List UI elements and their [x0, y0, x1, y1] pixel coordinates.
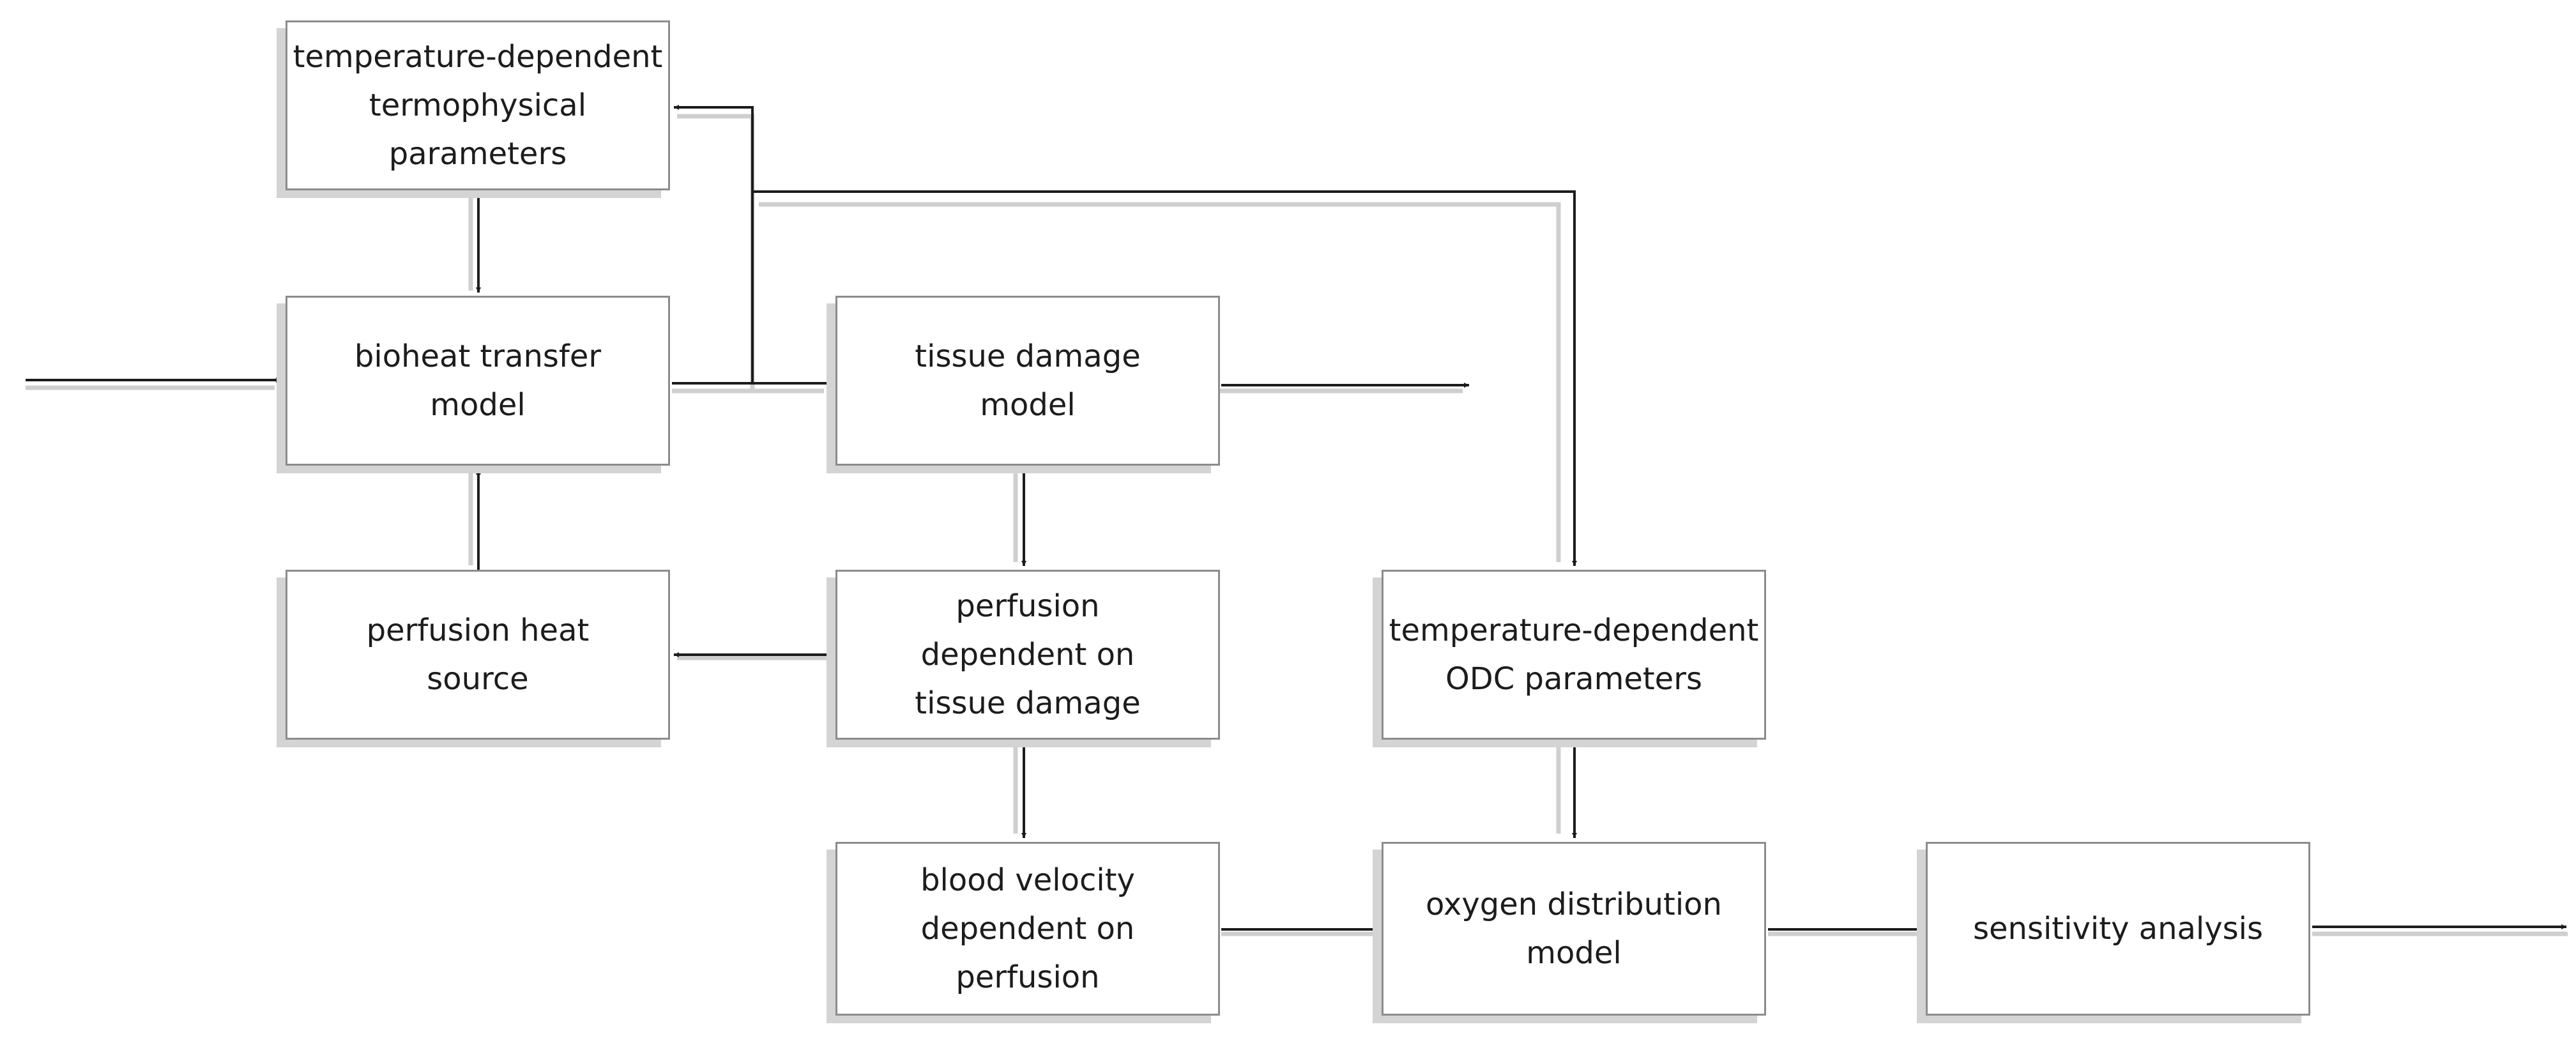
bioheat-transfer-model-label: bioheat transfer model — [354, 339, 602, 423]
oxygen-distribution-model-label: oxygen distribution model — [1426, 887, 1722, 971]
odc-parameters-box: temperature-dependent ODC parameters — [1382, 570, 1766, 740]
perfusion-dependent-box: perfusion dependent on tissue damage — [835, 570, 1220, 740]
perfusion-heat-source-label: perfusion heat source — [366, 613, 590, 697]
thermophysical-parameters-label: temperature-dependent termophysical para… — [293, 39, 663, 172]
thermophysical-parameters-box: temperature-dependent termophysical para… — [286, 20, 670, 190]
bioheat-transfer-model-box: bioheat transfer model — [286, 296, 670, 466]
sensitivity-analysis-box: sensitivity analysis — [1926, 842, 2310, 1016]
sensitivity-analysis-label: sensitivity analysis — [1972, 911, 2264, 947]
blood-velocity-label: blood velocity dependent on perfusion — [920, 862, 1135, 995]
perfusion-heat-source-box: perfusion heat source — [286, 570, 670, 740]
oxygen-distribution-model-box: oxygen distribution model — [1382, 842, 1766, 1016]
tissue-damage-model-label: tissue damage model — [915, 339, 1141, 423]
odc-parameters-label: temperature-dependent ODC parameters — [1389, 613, 1759, 697]
shadow-feedback — [677, 114, 755, 391]
perfusion-dependent-label: perfusion dependent on tissue damage — [915, 588, 1141, 721]
arrow-feedback-to-thermo — [674, 105, 754, 383]
tissue-damage-model-box: tissue damage model — [835, 296, 1220, 466]
arrow-to-odc — [752, 190, 1577, 566]
shadow-to-odc — [759, 202, 1561, 562]
blood-velocity-box: blood velocity dependent on perfusion — [835, 842, 1220, 1016]
